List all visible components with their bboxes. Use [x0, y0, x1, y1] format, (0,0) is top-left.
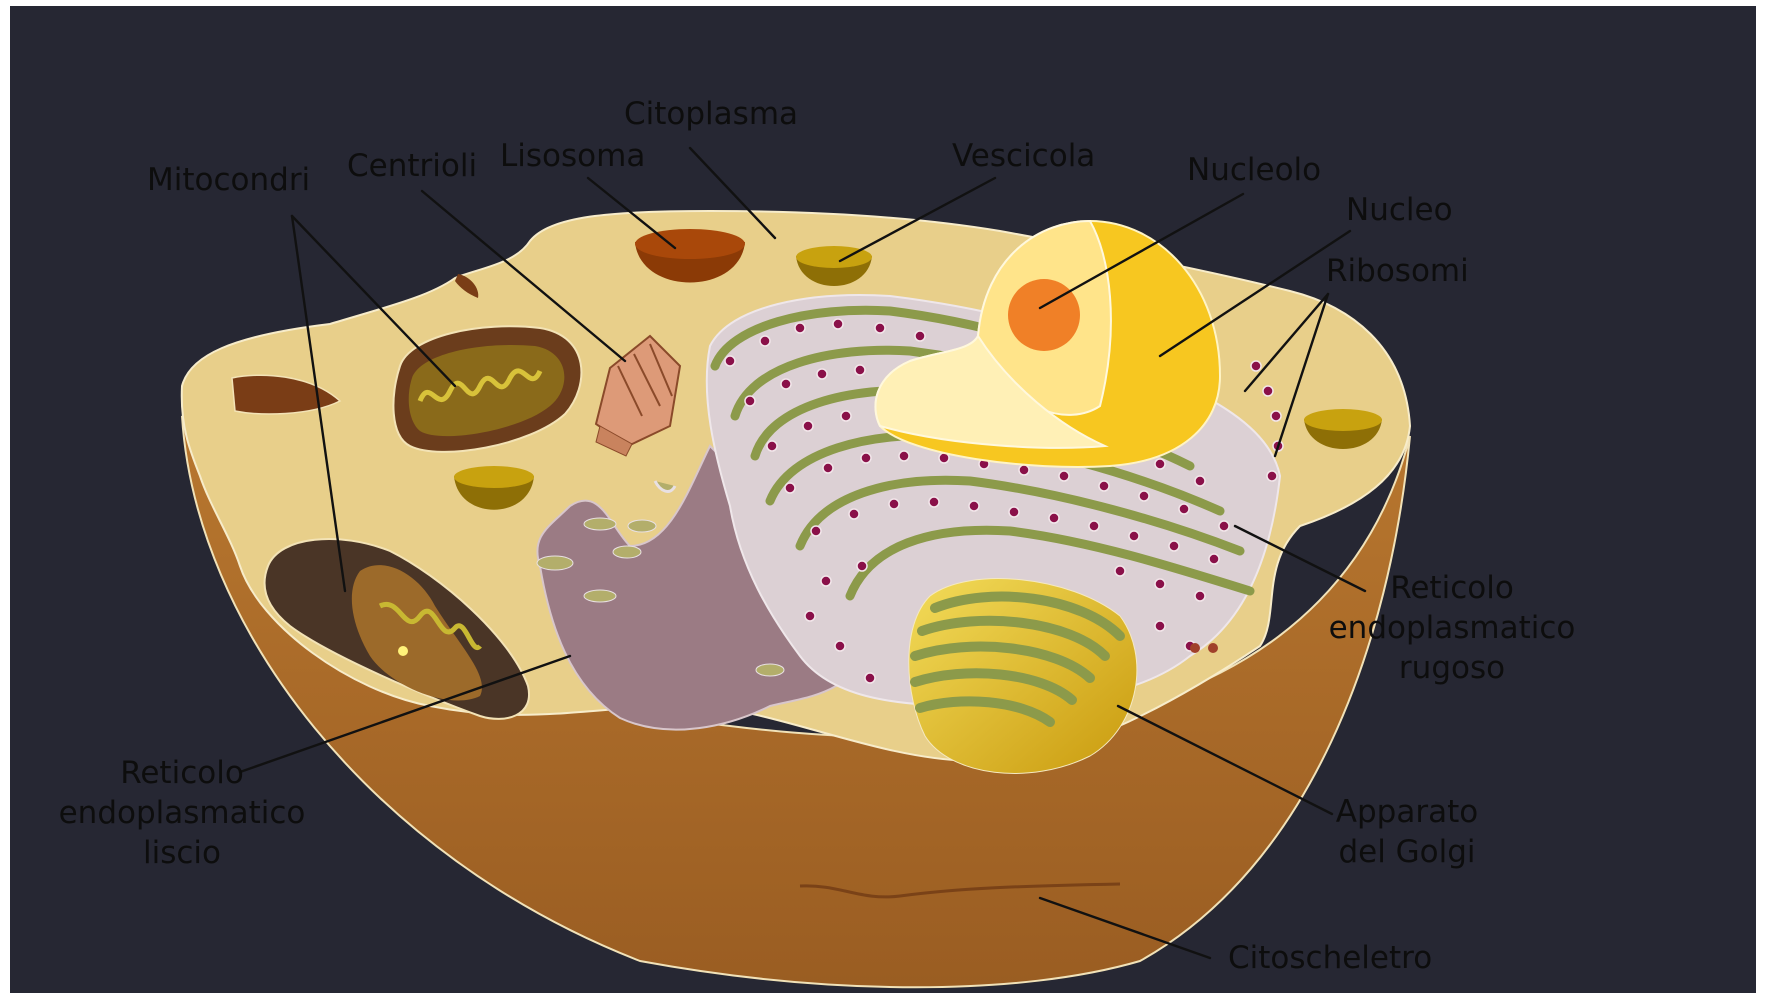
- diagram-stage: Citoplasma Centrioli Lisosoma Vescicola …: [10, 6, 1756, 993]
- label-golgi-line1: Apparato: [1336, 794, 1478, 830]
- spot: [1190, 643, 1200, 653]
- label-citoplasma: Citoplasma: [624, 96, 798, 132]
- label-lisosoma: Lisosoma: [500, 138, 645, 174]
- label-ribosomi: Ribosomi: [1326, 253, 1469, 289]
- label-ser-line2: endoplasmatico: [59, 795, 306, 831]
- golgi-apparatus: [909, 579, 1137, 774]
- label-rer-line1: Reticolo: [1390, 570, 1514, 606]
- label-citoscheletro: Citoscheletro: [1228, 940, 1432, 976]
- nucleolus: [1008, 279, 1080, 351]
- spot: [1208, 643, 1218, 653]
- label-vescicola: Vescicola: [952, 138, 1095, 174]
- label-rer-line3: rugoso: [1399, 650, 1505, 686]
- animal-cell-diagram: Citoplasma Centrioli Lisosoma Vescicola …: [10, 6, 1756, 993]
- label-centrioli: Centrioli: [347, 148, 477, 184]
- label-ser-line1: Reticolo: [120, 755, 244, 791]
- label-rer-line2: endoplasmatico: [1329, 610, 1576, 646]
- label-golgi-line2: del Golgi: [1338, 834, 1475, 870]
- label-mitocondri: Mitocondri: [147, 162, 310, 198]
- label-nucleolo: Nucleolo: [1187, 152, 1321, 188]
- label-ser-line3: liscio: [143, 835, 221, 871]
- label-nucleo: Nucleo: [1346, 192, 1453, 228]
